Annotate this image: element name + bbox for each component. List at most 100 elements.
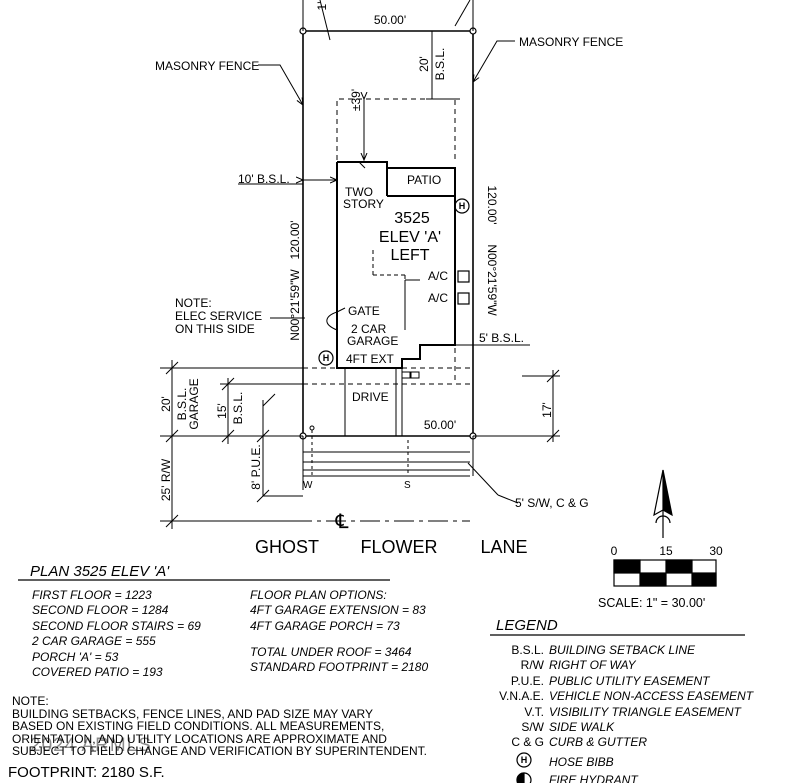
area-item: SECOND FLOOR STAIRS = 69 [32, 618, 201, 633]
total-item: STANDARD FOOTPRINT = 2180 [250, 660, 429, 675]
scale-tick-0: 0 [611, 544, 618, 558]
notes-line: BUILDING SETBACKS, FENCE LINES, AND PAD … [12, 706, 373, 721]
front-house-bsl-unit: B.S.L. [231, 392, 245, 425]
legend-abbr: V.T. [524, 704, 544, 719]
elec-note-1: NOTE: [175, 296, 212, 310]
ac-label-2: A/C [428, 291, 448, 305]
legend-desc: CURB & GUTTER [549, 735, 648, 750]
options-list: FLOOR PLAN OPTIONS: 4FT GARAGE EXTENSION… [250, 588, 426, 634]
garage-label-1: 2 CAR [351, 322, 387, 336]
copyright-watermark: 2024 ARMLS [30, 735, 152, 756]
house-footprint [336, 161, 456, 369]
plan-number: 3525 [394, 210, 430, 227]
elec-note-3: ON THIS SIDE [175, 322, 255, 336]
graphic-scale-bar [613, 559, 717, 587]
garage-label-2: GARAGE [347, 334, 398, 348]
patio-label: PATIO [407, 173, 441, 187]
area-item: COVERED PATIO = 193 [32, 665, 163, 680]
legend-desc: VISIBILITY TRIANGLE EASEMENT [549, 704, 741, 719]
left-length-dim: 120.00' [288, 221, 302, 260]
option-item: 4FT GARAGE EXTENSION = 83 [250, 603, 426, 618]
elec-note-2: ELEC SERVICE [175, 309, 262, 323]
sidewalk-label: 5' S/W, C & G [515, 496, 589, 510]
water-line-label: W [303, 480, 313, 491]
legend-abbr: B.S.L. [511, 643, 544, 657]
legend-abbr: S/W [521, 720, 544, 735]
area-item: 2 CAR GARAGE = 555 [32, 634, 156, 649]
pue-dim: 8' P.U.E. [249, 444, 263, 489]
notes-title: NOTE: [12, 694, 49, 708]
right-length-dim: 120.00' [485, 186, 499, 225]
fence-right-label: MASONRY FENCE [519, 35, 623, 49]
gate-label: GATE [348, 304, 380, 318]
sewer-line-label: S [404, 480, 411, 491]
plan-elevation: ELEV 'A' [379, 229, 441, 246]
ac-label-1: A/C [428, 269, 448, 283]
top-cut-dim: 1' [315, 2, 329, 11]
drive-depth-dim: 17' [540, 402, 554, 418]
rear-bsl-dim: 20' [417, 56, 431, 72]
street-lines [190, 430, 474, 522]
legend-desc: BUILDING SETBACK LINE [549, 643, 696, 657]
bottom-width-dim: 50.00' [424, 418, 456, 432]
legend-title: LEGEND [496, 617, 558, 634]
row-dim: 25' R/W [159, 458, 173, 501]
notes-line: ORIENTATION, AND UTILITY LOCATIONS ARE A… [12, 731, 387, 746]
top-width-dim: 50.00' [374, 13, 406, 27]
notes-line: SUBJECT TO FIELD CHANGE AND VERIFICATION… [12, 744, 427, 758]
street-name-2: FLOWER [360, 537, 437, 557]
centerline-symbol: ℄ [335, 511, 349, 533]
legend-hydrant-desc: FIRE HYDRANT [549, 773, 638, 783]
options-title: FLOOR PLAN OPTIONS: [250, 588, 387, 602]
street-name-3: LANE [480, 537, 527, 557]
garage-ext-label: 4FT EXT [346, 352, 394, 366]
legend-desc: SIDE WALK [549, 720, 615, 735]
two-story-label-1: TWO [345, 185, 373, 199]
hose-bibb-front: H [323, 353, 330, 363]
rear-bsl-unit: B.S.L. [433, 48, 447, 81]
side-bsl-left: 10' B.S.L. [238, 172, 290, 186]
plan-hand: LEFT [390, 247, 429, 264]
gate-symbol [326, 307, 346, 331]
hose-bibb-rear: H [459, 201, 466, 211]
legend-desc: PUBLIC UTILITY EASEMENT [549, 673, 710, 688]
plan-title: PLAN 3525 ELEV 'A' [30, 563, 170, 580]
left-bearing: N00°21'59"W [288, 269, 302, 341]
scale-tick-15: 15 [659, 544, 673, 558]
rear-setback-approx: ±39' [349, 89, 363, 111]
legend-abbr: P.U.E. [510, 673, 544, 688]
front-house-bsl-dim: 15' [215, 403, 229, 419]
right-bearing: N00°21'59"W [485, 244, 499, 316]
drive-label: DRIVE [352, 390, 389, 404]
front-garage-bsl-unit-1: B.S.L. [175, 388, 189, 421]
legend-abbr: C & G [511, 735, 544, 750]
legend-symbols [516, 752, 532, 783]
legend-hose-desc: HOSE BIBB [549, 754, 614, 769]
totals-list: TOTAL UNDER ROOF = 3464 STANDARD FOOTPRI… [250, 645, 428, 676]
scale-label: SCALE: 1" = 30.00' [598, 596, 705, 610]
legend-abbrs: B.S.L. R/W P.U.E. V.N.A.E. V.T. S/W C & … [480, 643, 544, 751]
legend-descs: BUILDING SETBACK LINE RIGHT OF WAY PUBLI… [549, 643, 753, 783]
street-name-1: GHOST [255, 537, 319, 557]
legend-hose-symbol: H [521, 755, 528, 765]
option-item: 4FT GARAGE PORCH = 73 [250, 618, 400, 633]
side-bsl-right: 5' B.S.L. [479, 331, 524, 345]
front-garage-bsl-dim: 20' [159, 396, 173, 412]
notes-line: BASED ON EXISTING FIELD CONDITIONS. ALL … [12, 719, 385, 733]
legend-abbr: R/W [520, 658, 544, 673]
footprint-label: FOOTPRINT: 2180 S.F. [8, 764, 165, 781]
ac-units [457, 270, 470, 305]
area-list: FIRST FLOOR = 1223 SECOND FLOOR = 1284 S… [32, 588, 201, 680]
front-garage-bsl-unit-2: GARAGE [187, 378, 201, 429]
legend-desc: RIGHT OF WAY [549, 658, 636, 673]
legend-desc: VEHICLE NON-ACCESS EASEMENT [549, 689, 754, 704]
area-item: PORCH 'A' = 53 [32, 649, 119, 664]
general-notes: NOTE: BUILDING SETBACKS, FENCE LINES, AN… [12, 695, 427, 758]
driveway [344, 368, 420, 436]
area-item: SECOND FLOOR = 1284 [32, 603, 169, 618]
legend-abbr: V.N.A.E. [499, 689, 544, 704]
fence-left-label: MASONRY FENCE [155, 59, 259, 73]
hose-bibb-symbols [318, 198, 470, 366]
